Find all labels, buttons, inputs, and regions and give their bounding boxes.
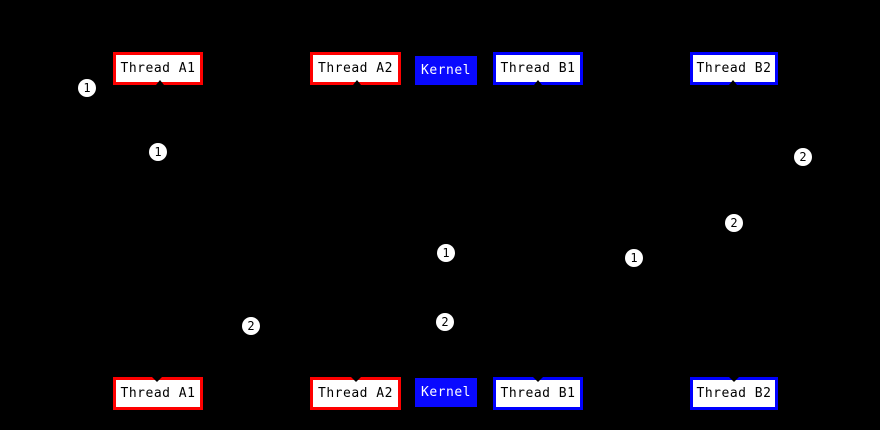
entity-box-kernel-top: Kernel (415, 56, 477, 85)
entity-box-thread-b1-top: Thread B1 (493, 52, 583, 85)
message-number-badge: 1 (625, 249, 643, 267)
lifeline-notch (156, 80, 164, 85)
entity-box-kernel-bottom: Kernel (415, 378, 477, 407)
lifeline-arrowhead (729, 377, 739, 382)
lifeline-notch (534, 80, 542, 85)
lifeline-arrowhead (533, 377, 543, 382)
entity-box-thread-a1-top: Thread A1 (113, 52, 203, 85)
message-number-badge: 2 (794, 148, 812, 166)
message-number-badge: 2 (242, 317, 260, 335)
message-number-badge: 2 (436, 313, 454, 331)
lifeline-notch (729, 80, 737, 85)
entity-box-thread-a2-bottom: Thread A2 (310, 377, 401, 410)
lifeline-notch (353, 80, 361, 85)
message-number-badge: 1 (78, 79, 96, 97)
message-number-badge: 2 (725, 214, 743, 232)
lifeline-arrowhead (351, 377, 361, 382)
lifeline-arrowhead (152, 377, 162, 382)
message-number-badge: 1 (149, 143, 167, 161)
message-number-badge: 1 (437, 244, 455, 262)
